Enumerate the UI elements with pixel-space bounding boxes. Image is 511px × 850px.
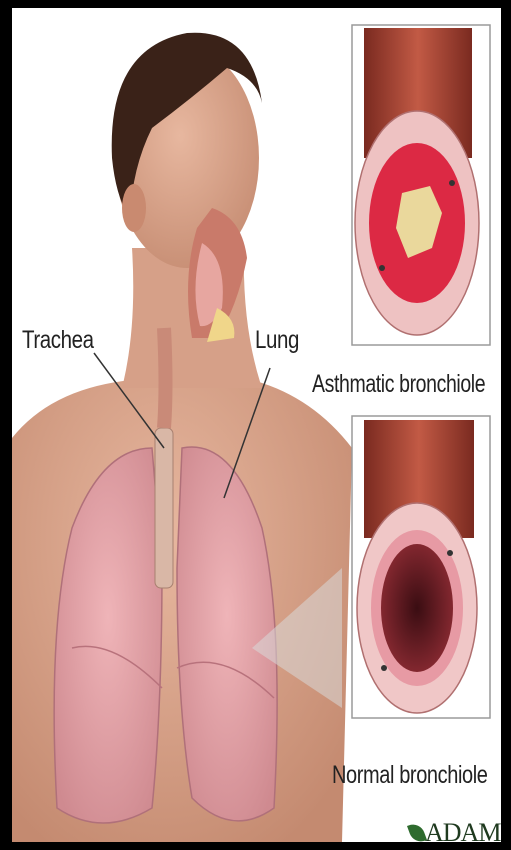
anatomy-illustration: Trachea Lung Asthmatic bronchiole Normal… <box>12 8 501 842</box>
illustration-graphics <box>12 8 501 842</box>
normal-bronchiole-label: Normal bronchiole <box>332 761 488 790</box>
asthmatic-bronchiole-label: Asthmatic bronchiole <box>312 370 485 399</box>
leaf-icon <box>407 821 427 842</box>
normal-bronchiole-lumen <box>381 544 453 672</box>
asthmatic-bronchiole-panel <box>352 25 490 345</box>
logo-text: ADAM <box>425 818 500 842</box>
trachea-label: Trachea <box>22 326 94 355</box>
normal-bronchiole-panel <box>352 416 490 718</box>
adam-logo: ADAM <box>410 818 500 842</box>
lung-label: Lung <box>255 326 299 355</box>
